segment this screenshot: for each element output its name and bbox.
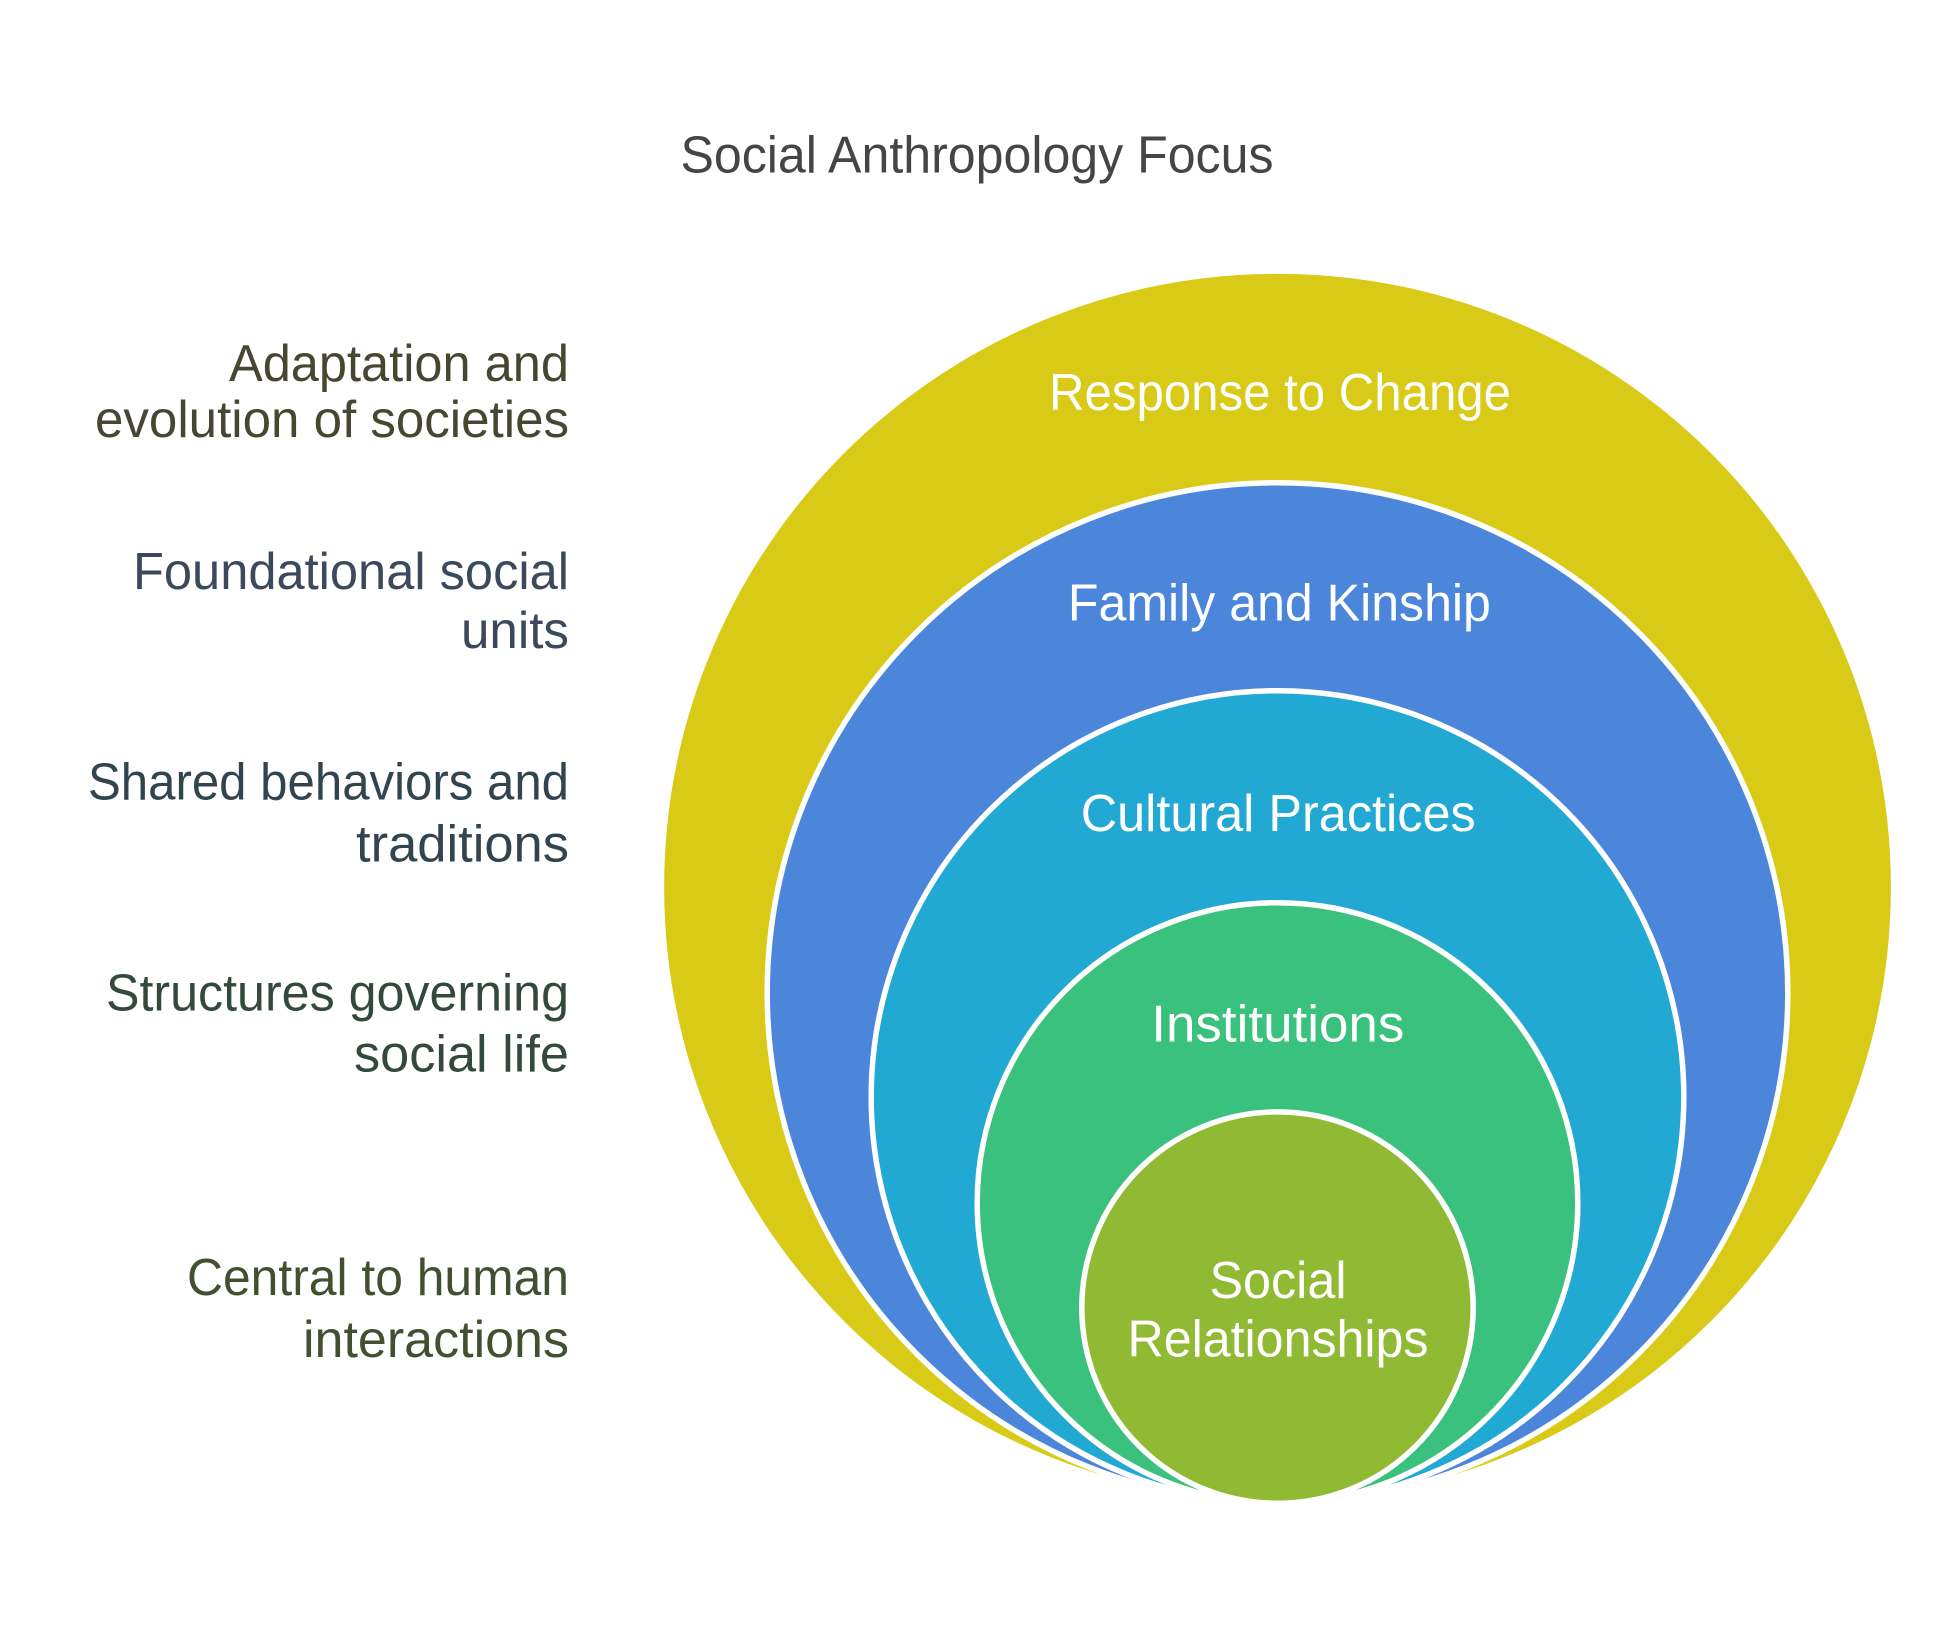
svg-text:Institutions: Institutions bbox=[1151, 996, 1404, 1054]
svg-text:Social Anthropology Focus: Social Anthropology Focus bbox=[681, 127, 1274, 185]
svg-text:evolution of societies: evolution of societies bbox=[95, 391, 569, 449]
svg-text:Foundational social: Foundational social bbox=[133, 543, 569, 601]
svg-text:Adaptation and: Adaptation and bbox=[229, 335, 569, 393]
svg-text:Social: Social bbox=[1210, 1252, 1347, 1310]
svg-text:Response to Change: Response to Change bbox=[1049, 364, 1511, 422]
svg-text:traditions: traditions bbox=[356, 815, 569, 873]
svg-text:Central to human: Central to human bbox=[187, 1249, 569, 1307]
svg-text:Family and Kinship: Family and Kinship bbox=[1068, 575, 1491, 633]
svg-text:social life: social life bbox=[354, 1026, 569, 1084]
svg-text:Structures governing: Structures governing bbox=[106, 965, 569, 1023]
svg-text:Shared behaviors and: Shared behaviors and bbox=[88, 754, 569, 812]
svg-text:units: units bbox=[461, 602, 569, 660]
svg-text:interactions: interactions bbox=[303, 1311, 569, 1369]
svg-text:Relationships: Relationships bbox=[1128, 1311, 1429, 1369]
svg-text:Cultural Practices: Cultural Practices bbox=[1081, 785, 1476, 843]
